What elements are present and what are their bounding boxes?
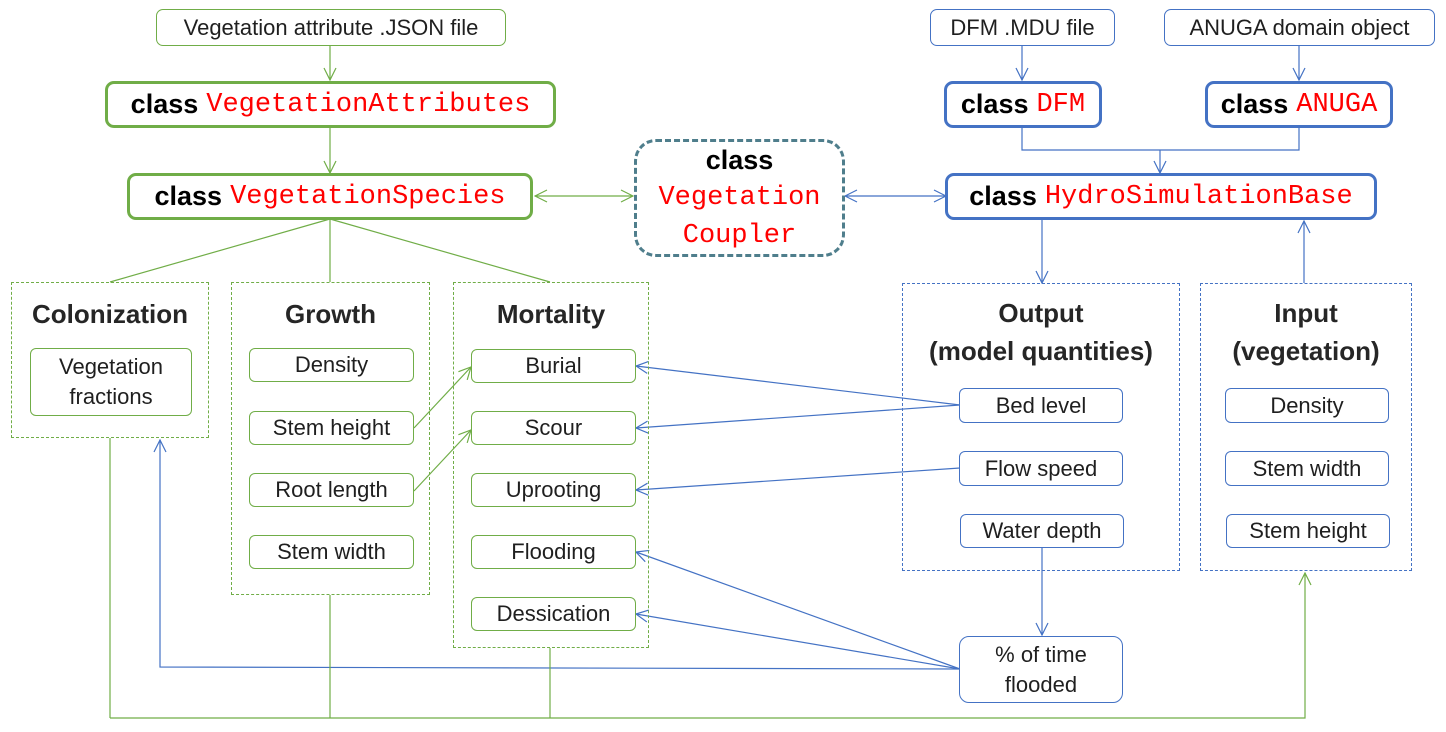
input-item: Stem width: [1225, 451, 1389, 486]
dfm-mdu-file-label: DFM .MDU file: [950, 14, 1095, 40]
output-item-label: Flow speed: [984, 455, 1098, 481]
line-species-to-mortality: [329, 218, 551, 283]
colonization-group: Colonization: [11, 282, 209, 438]
mortality-item-label: Dessication: [496, 601, 611, 626]
output-item-label: Bed level: [995, 392, 1087, 418]
growth-group: Growth: [231, 282, 430, 595]
input-group: Input (vegetation): [1200, 283, 1412, 571]
mortality-item-label: Burial: [525, 353, 582, 378]
input-title-line2: (vegetation): [1232, 336, 1380, 366]
colonization-item-label: Vegetation fractions: [59, 354, 163, 409]
class-vegetation-species: class VegetationSpecies: [127, 173, 533, 220]
arrow-timeflooded-to-dessication: [636, 614, 961, 670]
veg-json-file-node: Vegetation attribute .JSON file: [156, 9, 506, 46]
output-item: Water depth: [960, 514, 1124, 548]
mortality-item: Scour: [471, 411, 636, 445]
class-dfm: class DFM: [944, 81, 1102, 128]
output-item-label: Water depth: [982, 518, 1102, 543]
input-item: Density: [1225, 388, 1389, 423]
growth-item: Density: [249, 348, 414, 382]
class-vegetation-coupler: class Vegetation Coupler: [634, 139, 845, 257]
growth-title: Growth: [285, 299, 376, 329]
growth-item-label: Stem width: [277, 539, 386, 564]
input-item-label: Stem width: [1252, 455, 1362, 481]
class-keyword: class: [960, 89, 1029, 119]
anuga-domain-node: ANUGA domain object: [1164, 9, 1435, 46]
mortality-item-label: Flooding: [511, 539, 596, 564]
input-item-label: Stem height: [1249, 518, 1367, 543]
mortality-item-label: Uprooting: [505, 477, 602, 502]
time-flooded-node: % of time flooded: [959, 636, 1123, 703]
mortality-item: Flooding: [471, 535, 636, 569]
class-hydro-simulation-base: class HydroSimulationBase: [945, 173, 1377, 220]
class-anuga: class ANUGA: [1205, 81, 1393, 128]
class-keyword: class: [1220, 89, 1289, 119]
dfm-mdu-file-node: DFM .MDU file: [930, 9, 1115, 46]
class-vegetation-attributes: class VegetationAttributes: [105, 81, 556, 128]
mortality-item-label: Scour: [524, 415, 583, 440]
growth-item: Root length: [249, 473, 414, 507]
mortality-group: Mortality: [453, 282, 649, 648]
growth-item-label: Density: [294, 352, 369, 377]
growth-item-label: Root length: [275, 477, 388, 502]
growth-item: Stem width: [249, 535, 414, 569]
output-title-line1: Output: [998, 298, 1084, 328]
veg-json-file-label: Vegetation attribute .JSON file: [183, 14, 479, 40]
class-keyword: class: [130, 89, 199, 119]
input-item: Stem height: [1226, 514, 1390, 548]
class-name: HydroSimulationBase: [1044, 181, 1353, 212]
class-keyword: class: [969, 181, 1037, 211]
mortality-title: Mortality: [496, 299, 606, 329]
colonization-item: Vegetation fractions: [30, 348, 192, 416]
class-name: DFM: [1036, 89, 1086, 120]
class-name-line2: Coupler: [682, 221, 797, 251]
class-name-line1: Vegetation: [658, 183, 821, 213]
mortality-item: Burial: [471, 349, 636, 383]
class-keyword: class: [705, 145, 774, 175]
anuga-domain-label: ANUGA domain object: [1189, 14, 1410, 40]
output-group: Output (model quantities): [902, 283, 1180, 571]
line-dfm-anuga-merge: [1021, 128, 1300, 151]
growth-item-label: Stem height: [272, 415, 391, 440]
input-item-label: Density: [1270, 392, 1344, 418]
class-name: ANUGA: [1296, 89, 1378, 120]
time-flooded-line1: % of time: [995, 641, 1087, 667]
input-title-line1: Input: [1274, 298, 1338, 328]
time-flooded-line2: flooded: [1004, 671, 1078, 697]
output-item: Flow speed: [959, 451, 1123, 486]
mortality-item: Dessication: [471, 597, 636, 631]
class-keyword: class: [154, 181, 223, 211]
output-item: Bed level: [959, 388, 1123, 423]
class-name: VegetationAttributes: [206, 89, 531, 120]
class-name: VegetationSpecies: [230, 181, 506, 212]
line-species-to-colonization: [109, 218, 331, 283]
output-title-line2: (model quantities): [929, 336, 1153, 366]
growth-item: Stem height: [249, 411, 414, 445]
mortality-item: Uprooting: [471, 473, 636, 507]
colonization-title: Colonization: [32, 299, 188, 329]
